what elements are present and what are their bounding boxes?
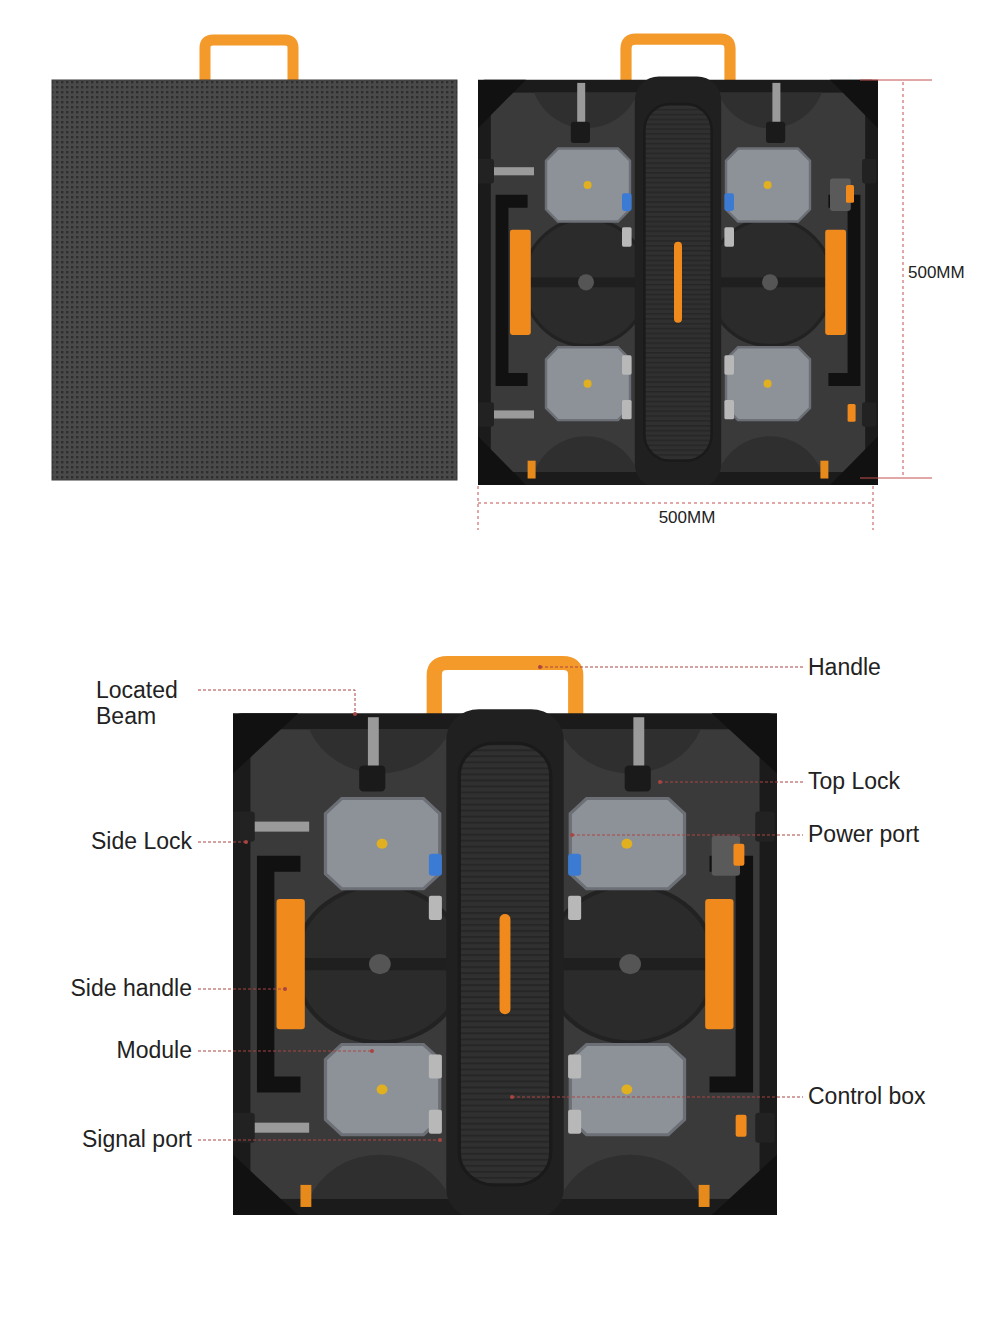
- dimension-label: 500MM: [659, 508, 716, 528]
- back-view: [475, 39, 878, 488]
- leader-dots: [244, 665, 662, 1142]
- part-label: Handle: [808, 654, 881, 680]
- part-label: Module: [117, 1037, 192, 1063]
- dimension-lines: [478, 80, 932, 530]
- front-view: [52, 40, 457, 480]
- part-label: Side handle: [71, 975, 193, 1001]
- part-label: Side Lock: [91, 828, 192, 854]
- dimension-label: 500MM: [908, 263, 965, 283]
- leader-lines: [198, 667, 803, 1140]
- part-label: Control box: [808, 1083, 926, 1109]
- part-label: Top Lock: [808, 768, 900, 794]
- part-label: Located Beam: [96, 677, 206, 730]
- part-label: Signal port: [82, 1126, 192, 1152]
- back-view-labelled: [229, 663, 777, 1219]
- part-label: Power port: [808, 821, 919, 847]
